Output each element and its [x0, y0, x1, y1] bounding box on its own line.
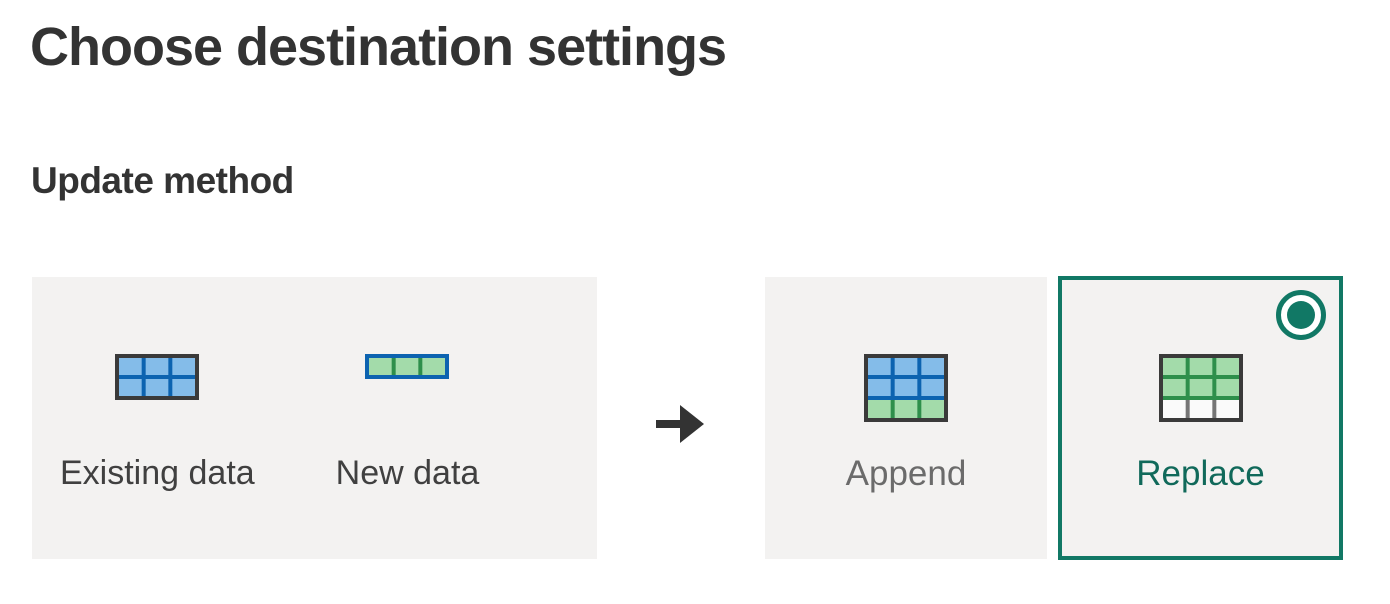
append-table-icon: [864, 354, 948, 422]
right-arrow-icon: [656, 405, 704, 443]
section-title: Update method: [31, 160, 294, 201]
append-option[interactable]: Append: [765, 277, 1047, 559]
new-data-row-icon: [365, 354, 450, 379]
existing-data-table-icon: [115, 354, 200, 400]
replace-table-icon: [1158, 354, 1243, 422]
append-label: Append: [845, 454, 967, 493]
data-legend-panel: Existing data New data: [32, 277, 597, 559]
existing-data-group: Existing data: [60, 277, 255, 559]
replace-selected-radio[interactable]: [1276, 290, 1326, 340]
page-title: Choose destination settings: [30, 17, 727, 77]
existing-data-label: Existing data: [60, 454, 255, 492]
new-data-label: New data: [335, 454, 480, 492]
replace-label: Replace: [1136, 454, 1265, 493]
radio-dot: [1287, 301, 1315, 329]
replace-option[interactable]: Replace: [1058, 276, 1343, 560]
update-method-row: Existing data New data: [32, 276, 1343, 560]
arrow-zone: [597, 277, 765, 559]
new-data-group: New data: [335, 277, 480, 559]
